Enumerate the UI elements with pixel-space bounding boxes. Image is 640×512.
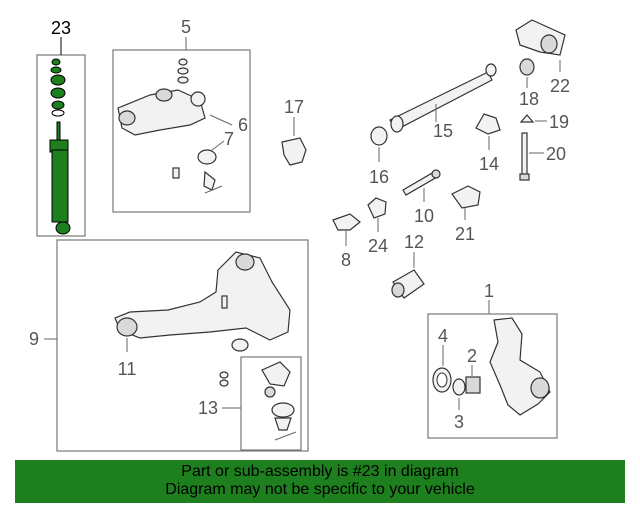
- callout-14: 14: [479, 154, 499, 174]
- part-9-frame: [56, 239, 309, 452]
- part-17-bracket[interactable]: [281, 117, 307, 166]
- part-9-lower-control-arm[interactable]: [44, 239, 309, 452]
- callout-19: 19: [549, 112, 569, 132]
- part-5-upper-control-arm[interactable]: [112, 37, 251, 213]
- part-1-steering-knuckle[interactable]: [427, 300, 558, 439]
- callout-10: 10: [414, 206, 434, 226]
- part-1-frame: [427, 313, 558, 439]
- part-18-bushing[interactable]: [519, 58, 535, 88]
- callout-3: 3: [454, 412, 464, 432]
- parts-diagram: 23 5 6 7 17 15 16: [29, 17, 570, 452]
- callout-23: 23: [51, 18, 71, 38]
- part-23-shock-absorber[interactable]: [36, 37, 86, 237]
- info-banner: Part or sub-assembly is #23 in diagram D…: [15, 460, 625, 503]
- callout-15: 15: [433, 121, 453, 141]
- callout-9: 9: [29, 329, 39, 349]
- callout-12: 12: [404, 232, 424, 252]
- part-13-ball-joint[interactable]: [219, 356, 302, 451]
- part-13-frame: [240, 356, 302, 451]
- callout-17: 17: [284, 97, 304, 117]
- part-20-bolt[interactable]: [519, 132, 544, 181]
- callout-13: 13: [198, 398, 218, 418]
- callout-24: 24: [368, 236, 388, 256]
- callout-22: 22: [550, 76, 570, 96]
- part-8-plate[interactable]: [332, 213, 361, 246]
- part-14-bump-stop[interactable]: [475, 113, 501, 150]
- part-5-frame: [112, 49, 251, 213]
- part-12-bushing[interactable]: [391, 252, 425, 299]
- callout-21: 21: [455, 224, 475, 244]
- callout-18: 18: [519, 89, 539, 109]
- part-15-strut-rod[interactable]: [389, 63, 497, 133]
- part-16-bushing[interactable]: [370, 126, 388, 162]
- callout-8: 8: [341, 250, 351, 270]
- part-21-bracket[interactable]: [451, 185, 481, 220]
- part-10-pin[interactable]: [402, 169, 441, 202]
- banner-line-2: Diagram may not be specific to your vehi…: [165, 481, 475, 498]
- callout-11: 11: [118, 359, 137, 379]
- callout-20: 20: [546, 144, 566, 164]
- part-22-bracket[interactable]: [515, 19, 566, 72]
- callout-16: 16: [369, 167, 389, 187]
- banner-line-1: Part or sub-assembly is #23 in diagram: [181, 463, 459, 480]
- part-19-nut[interactable]: [519, 114, 547, 123]
- callout-7: 7: [224, 129, 234, 149]
- callout-4: 4: [438, 326, 448, 346]
- callout-2: 2: [467, 346, 477, 366]
- callout-5: 5: [181, 17, 191, 37]
- callout-6: 6: [238, 115, 248, 135]
- callout-1: 1: [484, 281, 494, 301]
- part-24-bracket[interactable]: [367, 197, 387, 232]
